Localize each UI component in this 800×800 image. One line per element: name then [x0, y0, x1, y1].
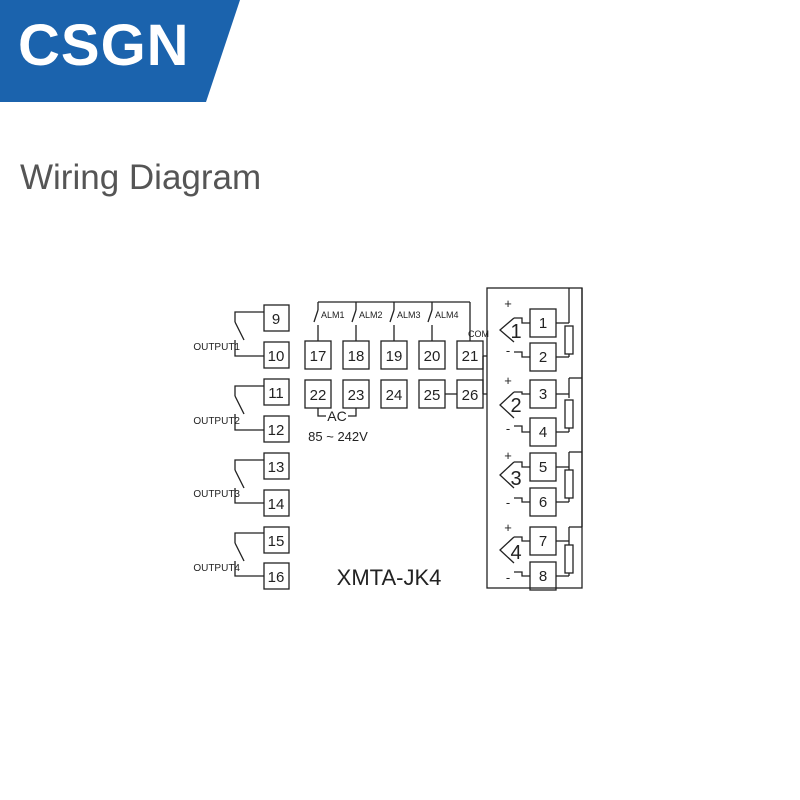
brand-banner: CSGN	[0, 0, 240, 102]
terminal-19: 19	[386, 348, 403, 365]
alarm-label-3: ALM3	[397, 310, 421, 320]
page-title: Wiring Diagram	[20, 158, 262, 197]
plus-sign-2: +	[504, 373, 512, 388]
terminal-2: 2	[539, 349, 547, 366]
terminal-21: 21	[462, 348, 479, 365]
model-label: XMTA-JK4	[337, 565, 442, 590]
terminal-25: 25	[424, 387, 441, 404]
terminal-12: 12	[268, 422, 285, 439]
terminal-18: 18	[348, 348, 365, 365]
terminal-22: 22	[310, 387, 327, 404]
minus-sign-2: -	[506, 421, 510, 436]
output-label-1: OUTPUT1	[193, 342, 240, 353]
terminal-6: 6	[539, 494, 547, 511]
terminal-10: 10	[268, 348, 285, 365]
minus-sign-3: -	[506, 495, 510, 510]
terminal-3: 3	[539, 386, 547, 403]
terminal-8: 8	[539, 568, 547, 585]
channel-number-1: 1	[510, 321, 521, 343]
output-label-3: OUTPUT3	[193, 489, 240, 500]
channel-number-2: 2	[510, 395, 521, 417]
terminal-5: 5	[539, 459, 547, 476]
minus-sign-1: -	[506, 343, 510, 358]
terminal-16: 16	[268, 569, 285, 586]
output-label-2: OUTPUT2	[193, 416, 240, 427]
plus-sign-1: +	[504, 296, 512, 311]
channel-number-3: 3	[510, 468, 521, 490]
terminal-17: 17	[310, 348, 327, 365]
output-label-4: OUTPUT4	[193, 563, 240, 574]
terminal-9: 9	[272, 311, 280, 328]
terminal-14: 14	[268, 496, 285, 513]
minus-sign-4: -	[506, 570, 510, 585]
terminal-11: 11	[268, 385, 284, 402]
brand-logo: CSGN	[18, 13, 190, 78]
com-label: COM	[468, 329, 489, 339]
terminal-7: 7	[539, 533, 547, 550]
channel-number-4: 4	[510, 542, 521, 564]
brand-banner-shape	[0, 0, 240, 102]
terminal-13: 13	[268, 459, 285, 476]
power-ac-label: AC	[327, 408, 346, 424]
terminal-23: 23	[348, 387, 365, 404]
terminal-4: 4	[539, 424, 547, 441]
terminal-1: 1	[539, 315, 547, 332]
plus-sign-4: +	[504, 520, 512, 535]
terminal-26: 26	[462, 387, 479, 404]
power-range-label: 85 ~ 242V	[308, 429, 368, 444]
alarm-label-2: ALM2	[359, 310, 383, 320]
terminal-15: 15	[268, 533, 285, 550]
alarm-label-1: ALM1	[321, 310, 345, 320]
alarm-label-4: ALM4	[435, 310, 459, 320]
terminal-20: 20	[424, 348, 441, 365]
terminal-24: 24	[386, 387, 403, 404]
plus-sign-3: +	[504, 448, 512, 463]
